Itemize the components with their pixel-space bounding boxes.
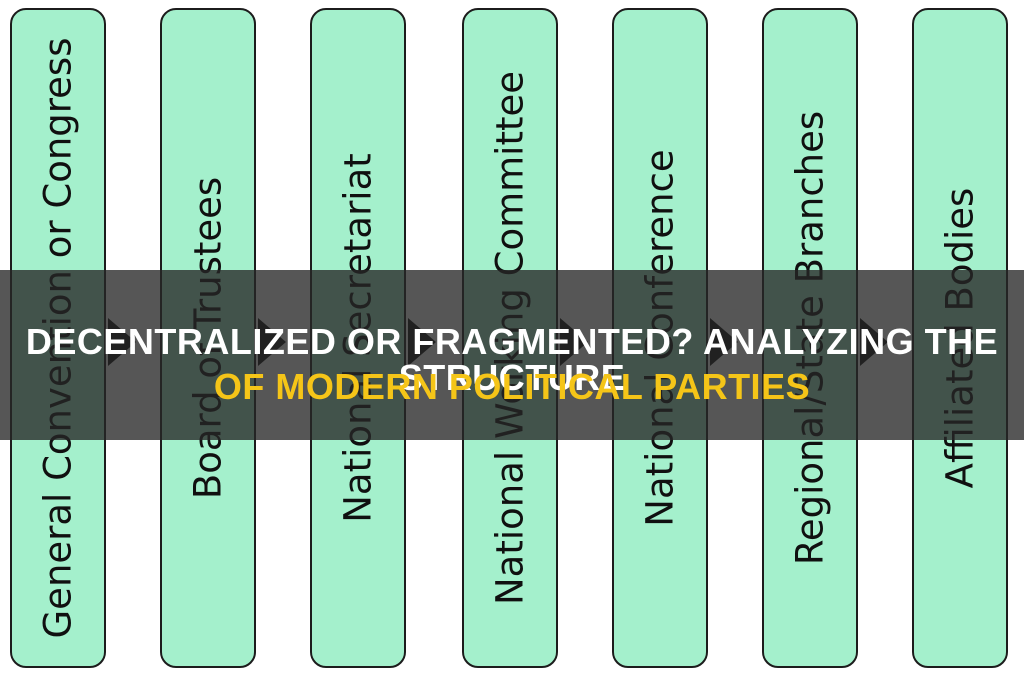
- page-title-line-1: DECENTRALIZED OR FRAGMENTED? ANALYZING T…: [25, 321, 999, 398]
- title-banner: [0, 270, 1024, 440]
- page-title-line-2: OF MODERN POLITICAL PARTIES: [213, 366, 811, 407]
